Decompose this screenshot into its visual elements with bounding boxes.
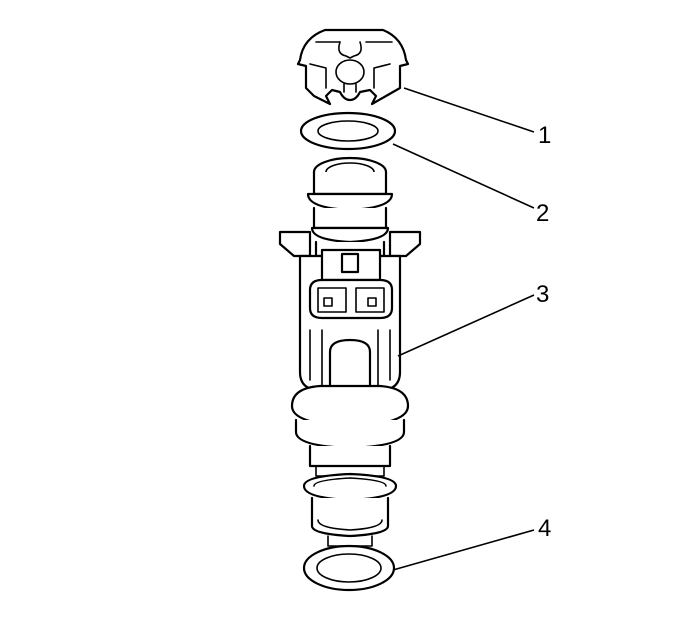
- lower-o-ring: [302, 544, 396, 592]
- fuel-injector: [278, 156, 422, 547]
- leader-line-1: [403, 87, 535, 133]
- retainer-clip: [296, 28, 410, 106]
- leader-line-3: [397, 294, 535, 357]
- callout-3: 3: [536, 281, 549, 308]
- callout-4: 4: [538, 515, 551, 542]
- upper-o-ring: [299, 111, 397, 151]
- callout-2: 2: [536, 200, 549, 227]
- callout-1: 1: [538, 122, 551, 149]
- leader-line-4: [392, 529, 535, 571]
- leader-line-2: [392, 143, 535, 209]
